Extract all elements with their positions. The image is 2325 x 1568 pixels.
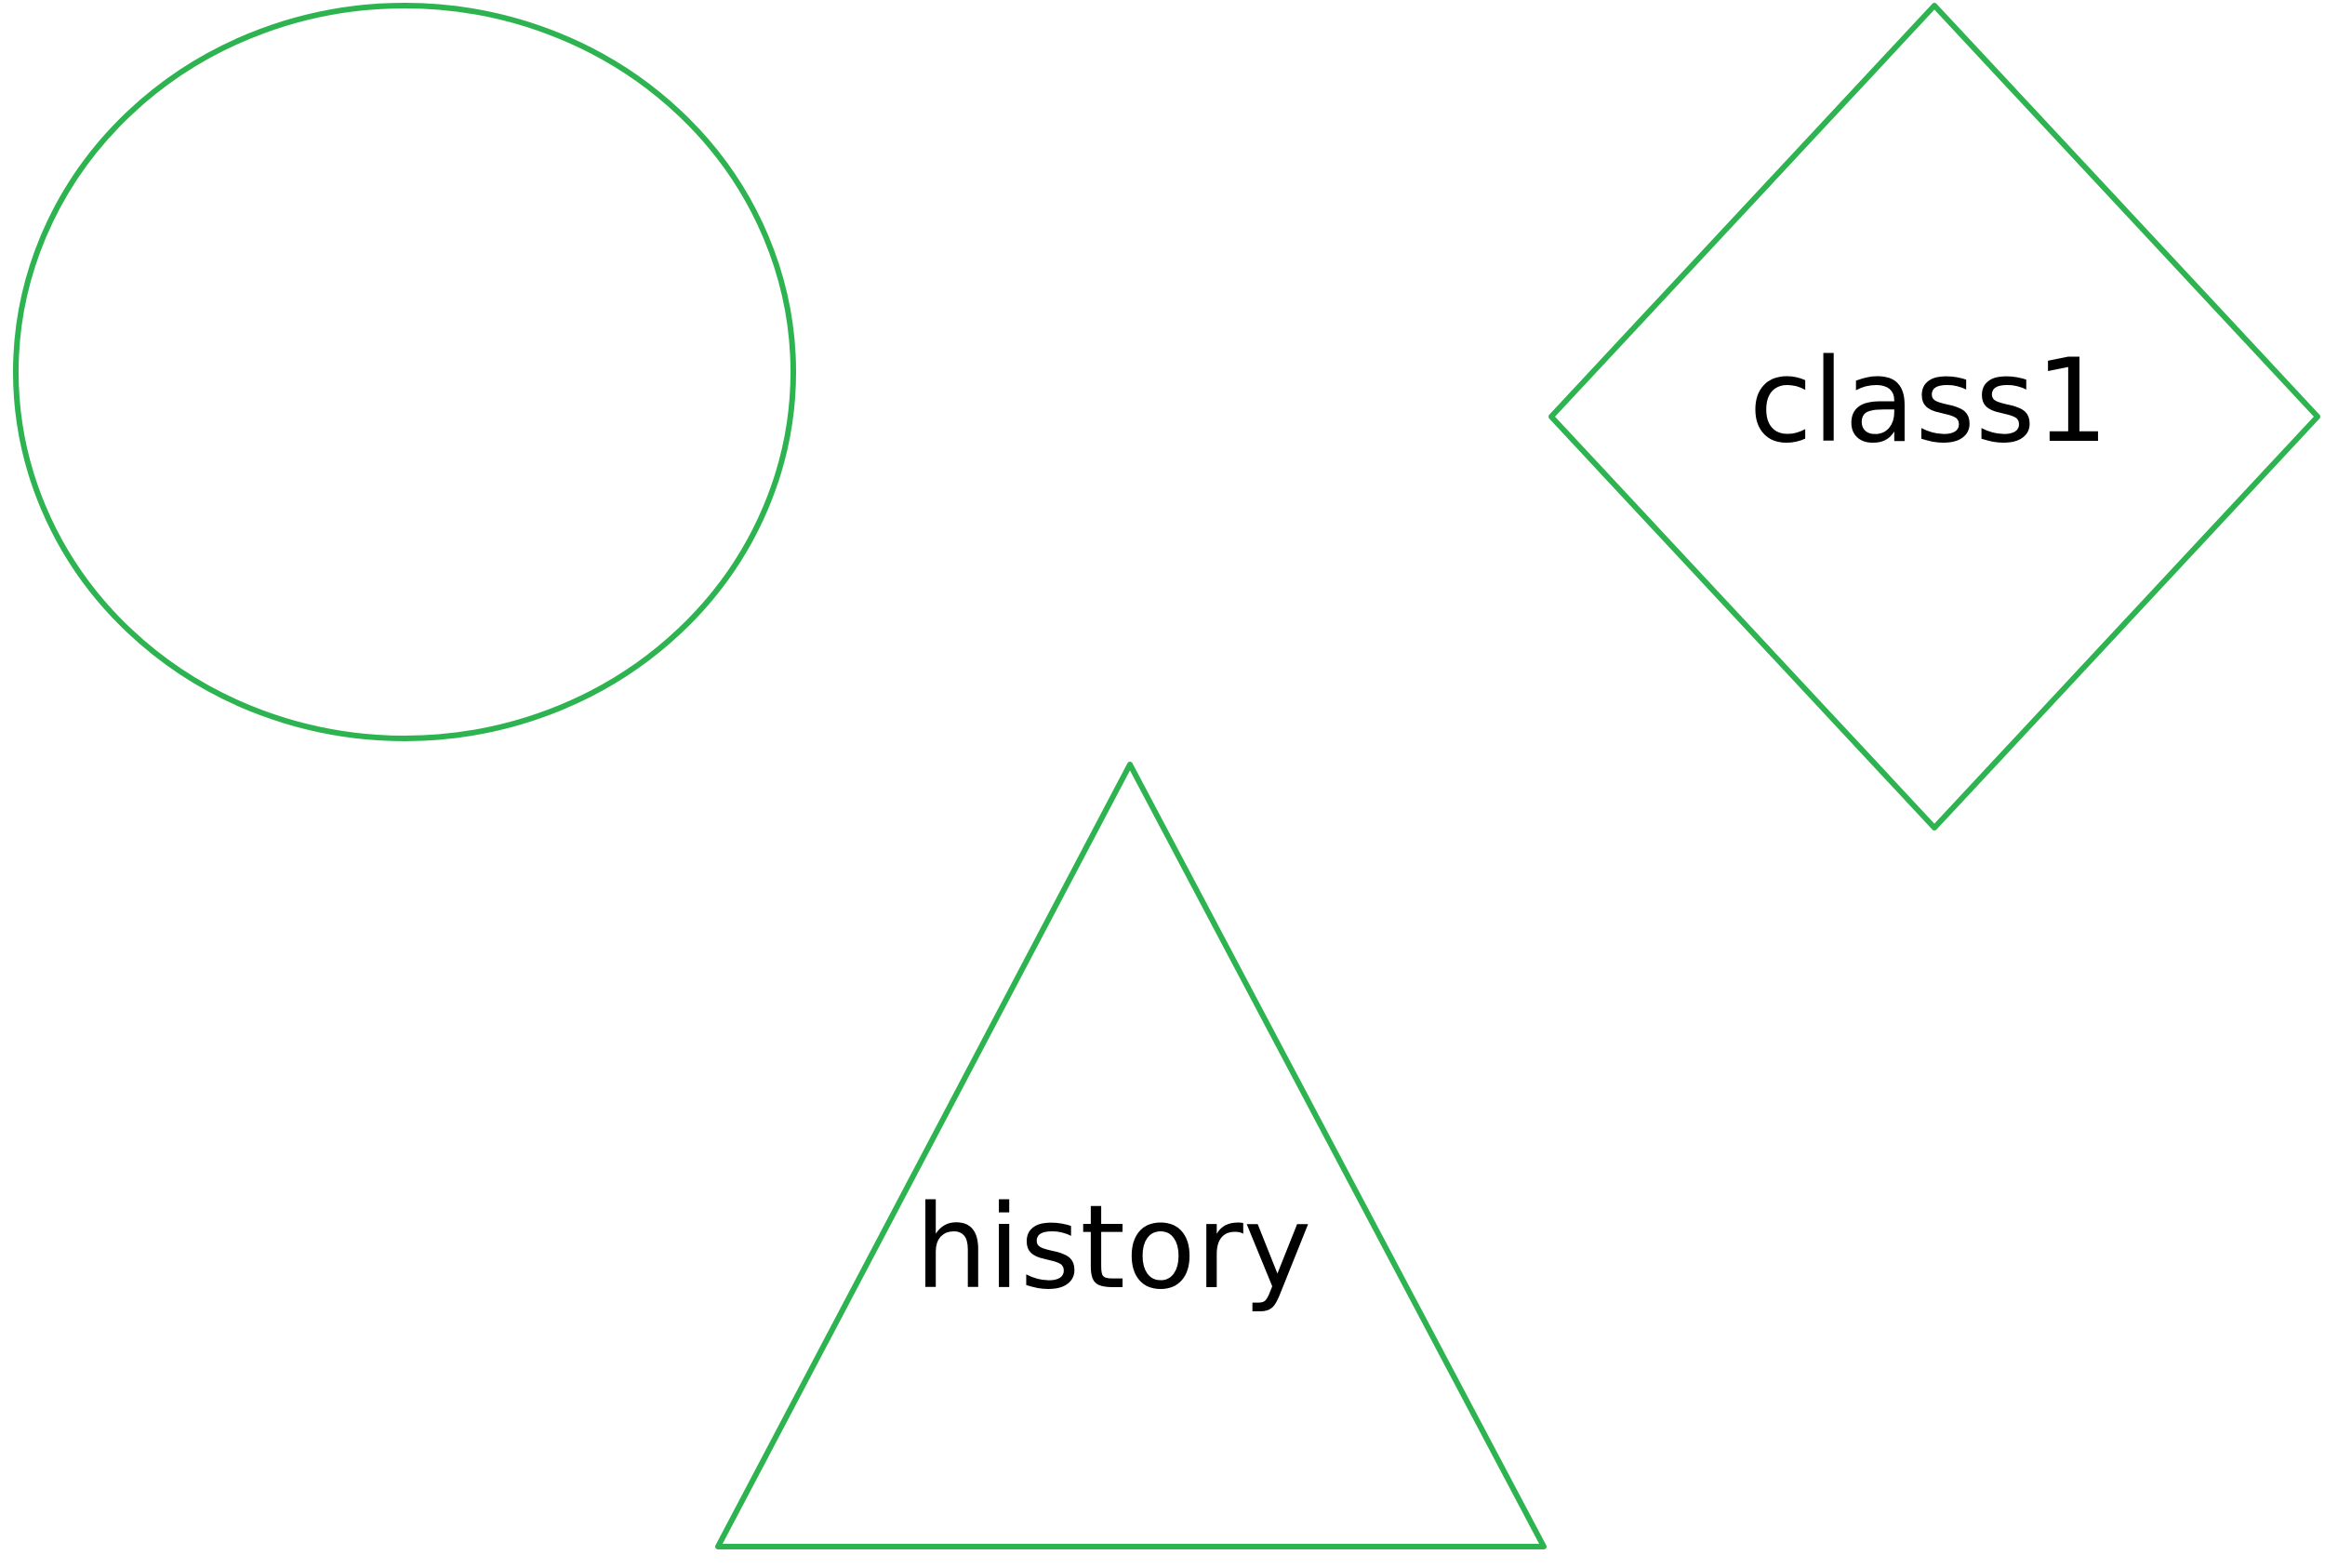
ellipse-shape-group	[13, 3, 796, 741]
triangle-shape	[715, 762, 1547, 1549]
ellipse-shape	[13, 3, 796, 741]
diamond-label: class1	[1749, 335, 2109, 469]
diamond-shape	[1548, 3, 2320, 831]
triangle-label: history	[915, 1181, 1312, 1315]
diamond-shape-group: class1	[1548, 3, 2320, 831]
triangle-shape-group: history	[715, 762, 1547, 1549]
